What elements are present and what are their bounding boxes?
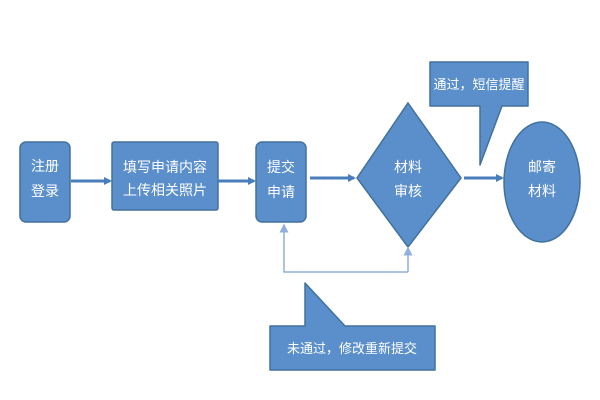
- node-submit-line-2: 申请: [267, 185, 295, 201]
- node-register-line-2: 登录: [31, 184, 59, 200]
- callout-rejected-text: 未通过，修改重新提交: [287, 341, 417, 357]
- callout-rejected: 未通过，修改重新提交: [269, 282, 436, 371]
- node-register: 注册 登录: [19, 141, 71, 223]
- callout-approved: 通过，短信提醒: [429, 61, 529, 166]
- node-fill-form-line-2: 上传相关照片: [123, 183, 207, 199]
- node-submit: 提交 申请: [255, 141, 307, 223]
- node-review: 材料 审核: [356, 101, 462, 249]
- node-review-line-2: 审核: [394, 184, 422, 200]
- node-mail-line-1: 邮寄: [528, 159, 556, 176]
- node-fill-form-line-1: 填写申请内容: [123, 159, 207, 176]
- feedback-loop: [279, 223, 413, 273]
- node-fill-form: 填写申请内容 上传相关照片: [111, 141, 219, 211]
- callout-approved-text: 通过，短信提醒: [433, 77, 524, 93]
- node-mail: 邮寄 材料: [503, 121, 581, 243]
- node-register-line-1: 注册: [31, 159, 59, 175]
- node-submit-line-1: 提交: [267, 159, 295, 176]
- node-review-line-1: 材料: [394, 160, 422, 176]
- node-mail-line-2: 材料: [528, 184, 556, 200]
